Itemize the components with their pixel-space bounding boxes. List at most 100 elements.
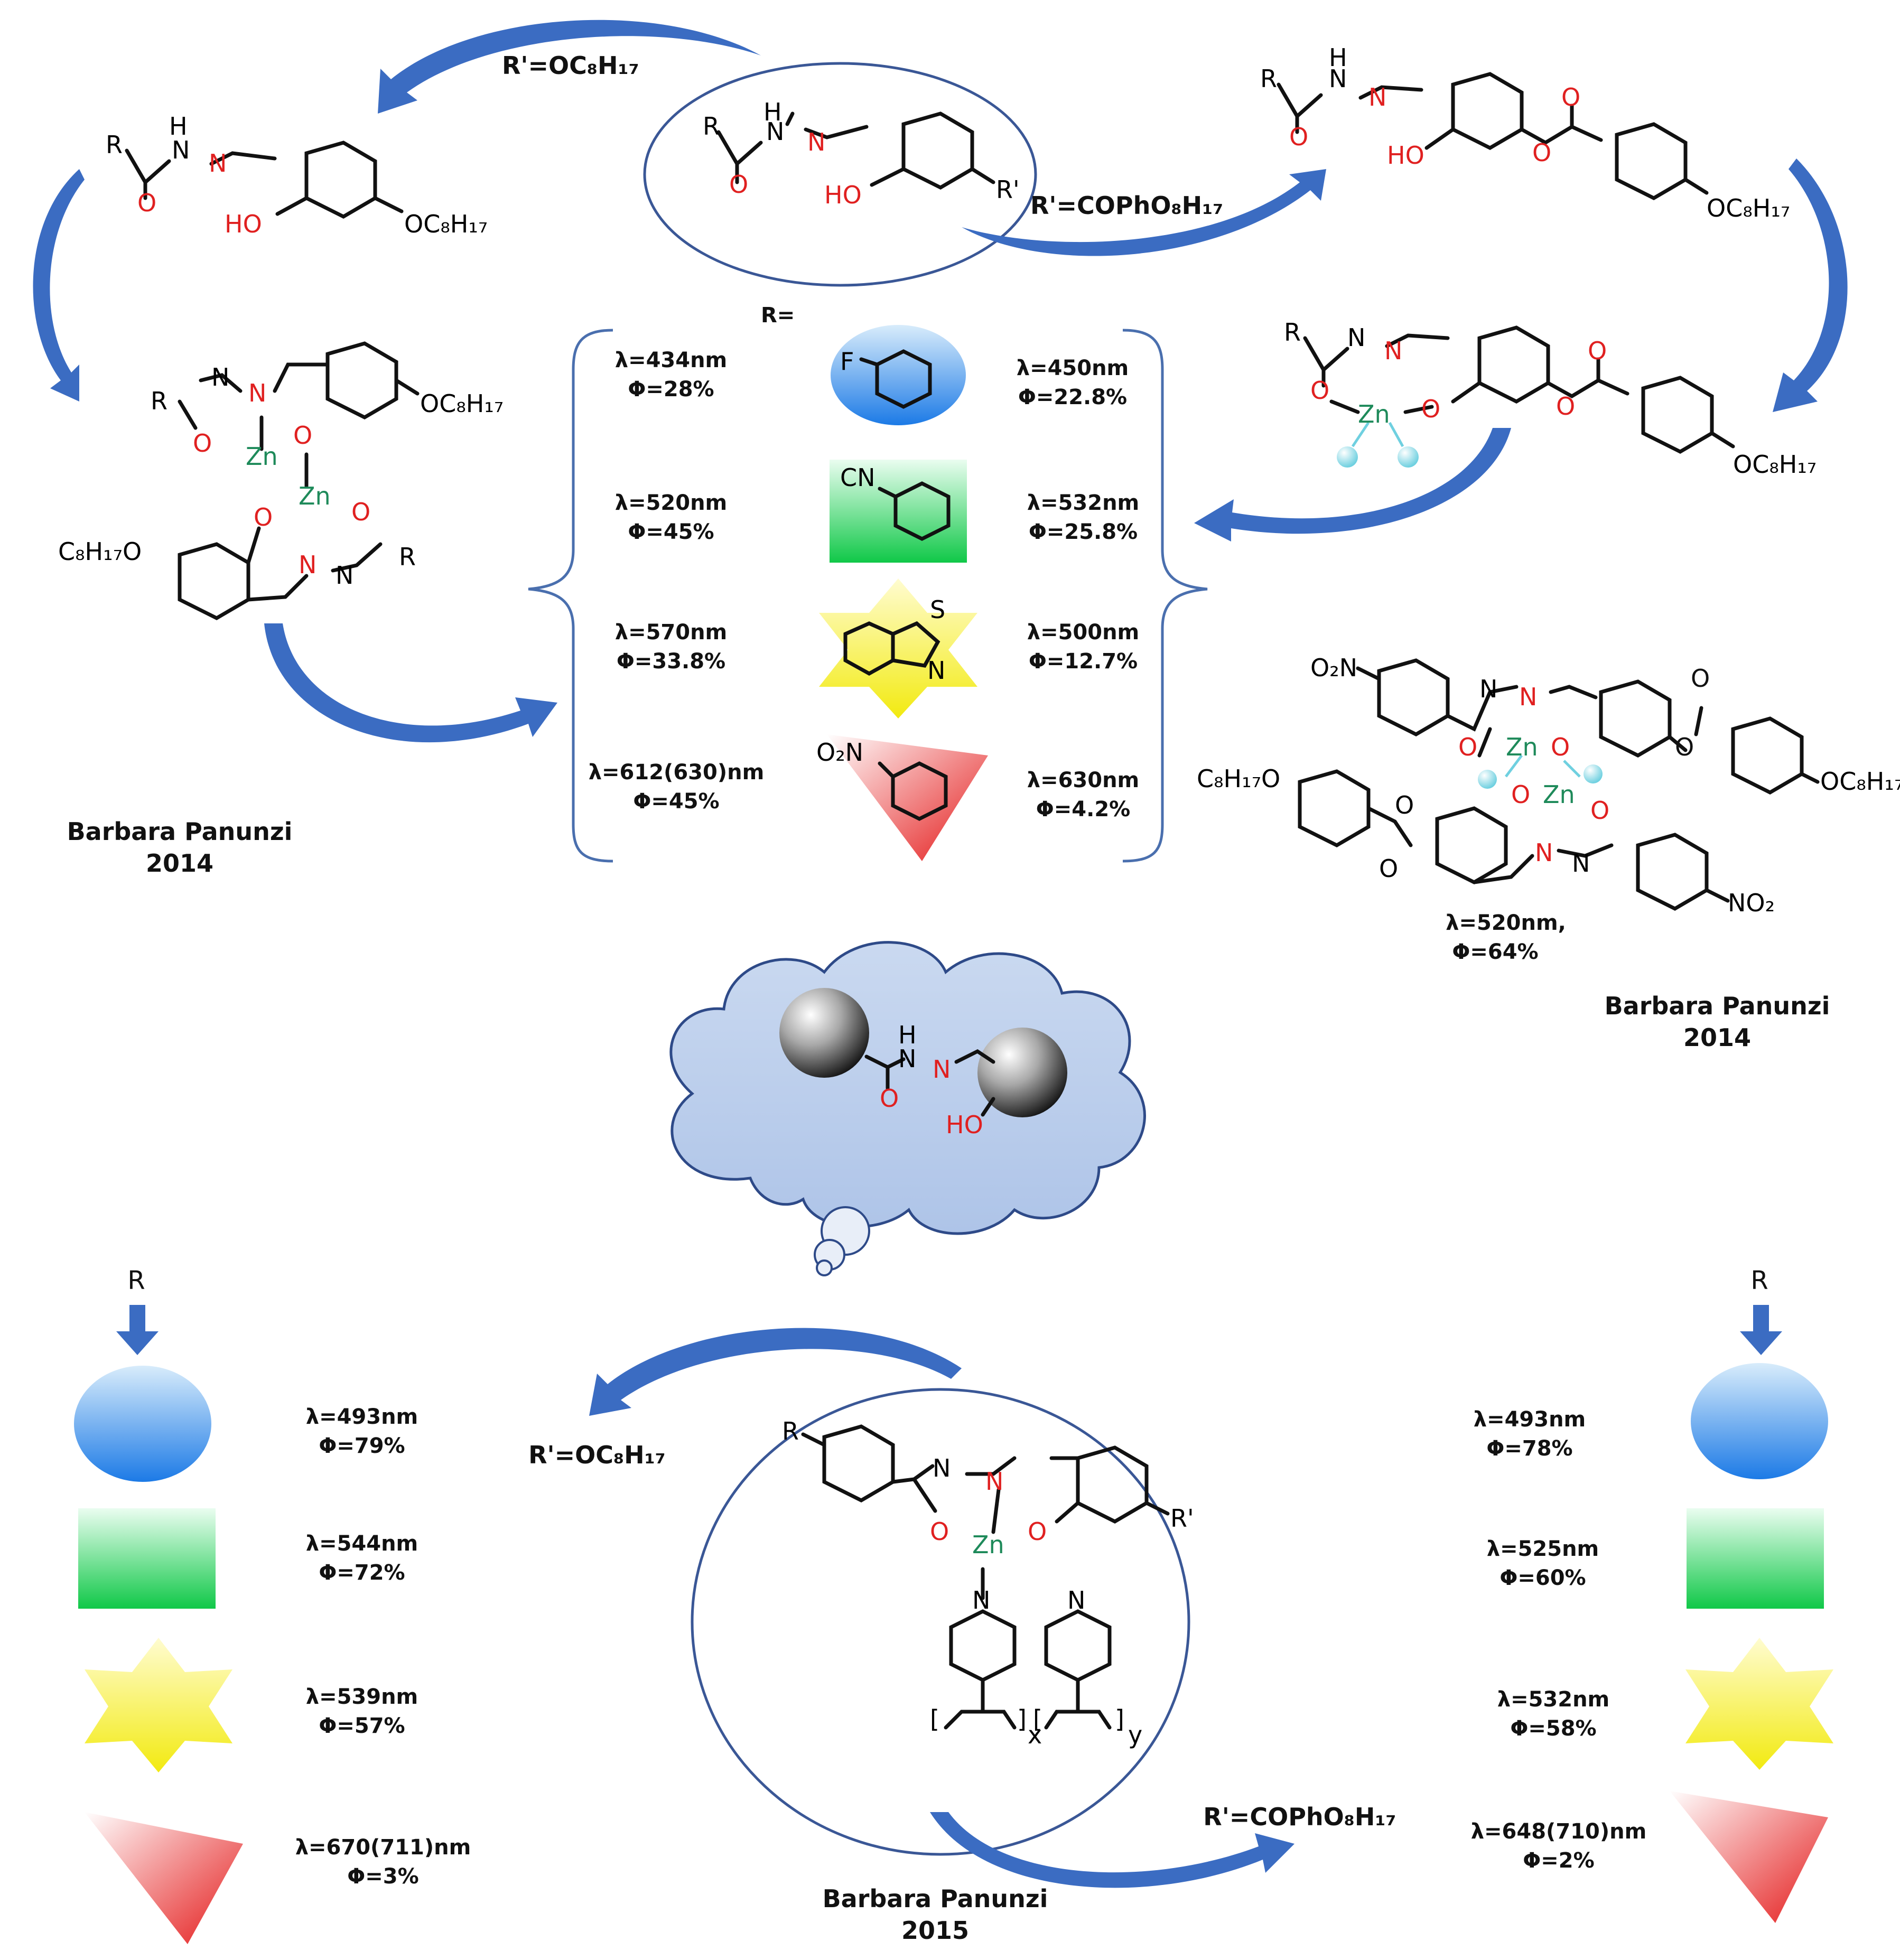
h-atom: H xyxy=(1329,43,1347,72)
red-triangle-shape xyxy=(85,1812,243,1944)
pyridine-ring xyxy=(1044,1609,1112,1682)
bracket-open: [ xyxy=(930,1705,939,1733)
row3-right-lambda: λ=500nm xyxy=(1027,620,1139,645)
o-atom: O xyxy=(1675,733,1694,761)
yellow-star-shape xyxy=(819,578,977,718)
reaction-label-cophoc8h17-2015: R'=COPhO₈H₁₇ xyxy=(1203,1803,1396,1831)
credit-right-name: Barbara Panunzi xyxy=(1605,992,1830,1020)
ho-group: HO xyxy=(225,210,262,238)
row2-right-phi: Φ=25.8% xyxy=(1029,520,1138,544)
o2n-group: O₂N xyxy=(1310,654,1357,682)
green-rect-shape xyxy=(1687,1508,1824,1609)
row3-left-lambda: λ=570nm xyxy=(615,620,727,645)
credit-right-year: 2014 xyxy=(1683,1023,1751,1052)
ligand-ellipse: R O H N N HO R' xyxy=(643,62,1037,287)
bl-row3-phi: Φ=57% xyxy=(319,1714,405,1738)
green-rect-shape xyxy=(78,1508,216,1609)
ligand-coph: R O H N N HO O O OC₈H₁₇ xyxy=(1260,43,1790,222)
bl-row1-lambda: λ=493nm xyxy=(306,1405,418,1429)
pyridine-ring xyxy=(949,1609,1017,1682)
credit-bottom-name: Barbara Panunzi xyxy=(823,1884,1048,1913)
n-atom: N xyxy=(211,363,229,391)
n-atom: N xyxy=(927,656,945,685)
n-atom: N xyxy=(1572,849,1590,878)
o2n-group: O₂N xyxy=(816,738,863,767)
c8h17o-group: C₈H₁₇O xyxy=(1197,764,1280,793)
o-atom: O xyxy=(1458,733,1477,761)
arrow-left-to-center xyxy=(264,623,557,743)
nitrophenyl-ring xyxy=(891,761,948,821)
ligand-oc8h17: R O H N N HO OC₈H₁₇ xyxy=(106,112,488,238)
r-prime-atom: R' xyxy=(996,175,1020,204)
o-atom: O xyxy=(1289,123,1308,151)
h-atom: H xyxy=(763,98,782,126)
o-atom: O xyxy=(1028,1517,1047,1546)
h-atom: H xyxy=(898,1021,917,1049)
zn-atom: Zn xyxy=(1358,400,1390,428)
oc8h17-group: OC₈H₁₇ xyxy=(1707,194,1790,222)
polymer-complex: [ ] [ ] x y R N N O Zn O N N R' xyxy=(691,1388,1194,1856)
row1-right-phi: Φ=22.8% xyxy=(1018,385,1127,409)
o-atom: O xyxy=(930,1517,949,1546)
r-atom: R xyxy=(106,130,123,159)
row1-right-lambda: λ=450nm xyxy=(1017,356,1129,380)
right-brace xyxy=(1122,329,1208,863)
solvent-ball xyxy=(1337,446,1358,468)
ligand-enclosure xyxy=(643,62,1037,287)
no2-group: NO₂ xyxy=(1728,889,1775,917)
o-atom: O xyxy=(1395,791,1414,819)
salicyl-ring xyxy=(1076,1445,1149,1524)
n-atom-red: N xyxy=(209,149,227,178)
r-label: R xyxy=(1750,1266,1768,1295)
bl-row4-lambda: λ=670(711)nm xyxy=(295,1835,471,1860)
o-atom: O xyxy=(1310,376,1329,405)
r-label: R xyxy=(127,1266,145,1295)
n-atom: N xyxy=(1329,64,1347,93)
bl-row1-phi: Φ=79% xyxy=(319,1434,405,1458)
h-atom: H xyxy=(169,112,188,141)
n-atom-red: N xyxy=(807,128,825,156)
n-atom: N xyxy=(766,117,784,146)
n-atom: N xyxy=(336,561,353,590)
r-atom: R xyxy=(151,387,167,415)
bl-row3-lambda: λ=539nm xyxy=(306,1685,418,1709)
bl-row4-phi: Φ=3% xyxy=(347,1864,418,1889)
down-arrow xyxy=(116,1305,159,1355)
green-rect-shape xyxy=(830,460,967,563)
arrow-right-to-center xyxy=(1194,428,1511,542)
oc8h17-group: OC₈H₁₇ xyxy=(404,210,488,238)
n-atom-red: N xyxy=(1519,683,1537,711)
o-atom: O xyxy=(1511,780,1530,809)
solvent-ball xyxy=(1584,764,1603,783)
o-atom: O xyxy=(1691,664,1710,693)
o-atom: O xyxy=(1421,395,1440,423)
bracket-close: ] xyxy=(1115,1705,1124,1733)
o-atom: O xyxy=(1590,796,1609,825)
credit-left-name: Barbara Panunzi xyxy=(67,817,293,846)
left-brace xyxy=(528,329,613,863)
r-atom: R xyxy=(1284,318,1301,347)
s-atom: S xyxy=(930,595,945,624)
o-atom: O xyxy=(1561,83,1580,111)
n-atom: N xyxy=(972,1586,990,1614)
red-triangle-shape xyxy=(1670,1791,1828,1923)
credit-left-year: 2014 xyxy=(146,849,213,878)
arrow-left-down xyxy=(33,169,85,402)
thought-cloud: O H N N HO xyxy=(669,941,1146,1276)
o-atom: O xyxy=(1551,733,1570,761)
o-atom: O xyxy=(729,170,748,199)
bl-row2-phi: Φ=72% xyxy=(319,1561,405,1585)
zn-atom: Zn xyxy=(246,442,278,471)
reaction-label-cophoc8h17: R'=COPhO₈H₁₇ xyxy=(1030,191,1223,220)
n-atom-red: N xyxy=(1384,337,1402,365)
cyanophenyl-ring xyxy=(893,481,951,541)
aryl-ring xyxy=(822,1424,895,1502)
arrow-bottom-left xyxy=(589,1328,962,1416)
row2-left-lambda: λ=520nm xyxy=(615,491,727,515)
r-atom: R xyxy=(703,112,720,141)
r-atom: R xyxy=(782,1417,799,1445)
o-atom: O xyxy=(293,421,312,450)
o-atom: O xyxy=(1532,138,1551,167)
blue-ellipse-shape xyxy=(74,1366,211,1482)
